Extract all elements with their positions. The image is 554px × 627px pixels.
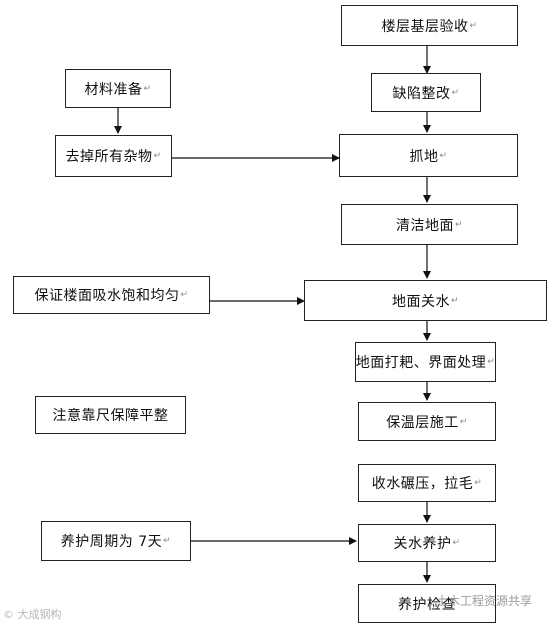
paragraph-mark: ↵	[451, 87, 460, 98]
step-acceptance: 楼层基层验收↵	[341, 5, 518, 46]
paragraph-mark: ↵	[143, 83, 152, 94]
side-cure-period: 养护周期为 7天↵	[41, 521, 191, 561]
step-close-water: 地面关水↵	[304, 280, 547, 321]
step-roll-press-label: 收水碾压，拉毛	[371, 476, 474, 492]
paragraph-mark: ↵	[454, 219, 464, 230]
step-defect-fix: 缺陷整改↵	[371, 73, 481, 112]
side-remove-debris: 去掉所有杂物↵	[55, 135, 172, 177]
paragraph-mark: ↵	[439, 150, 448, 161]
step-acceptance-label: 楼层基层验收	[381, 18, 469, 35]
side-ensure-wet-label: 保证楼面吸水饱和均匀	[34, 288, 180, 304]
side-material-prep-label: 材料准备	[84, 81, 143, 98]
side-remove-debris-label: 去掉所有杂物	[65, 149, 153, 165]
step-roughen: 抓地↵	[339, 134, 518, 177]
step-clean: 清洁地面↵	[341, 204, 518, 245]
step-clean-label: 清洁地面	[395, 217, 454, 234]
side-note-flat: 注意靠尺保障平整	[35, 396, 186, 434]
step-cure-final-label: 养护检查	[398, 596, 456, 613]
paragraph-mark: ↵	[450, 295, 460, 306]
step-hammer-interface-label: 地面打耙、界面处理	[355, 355, 487, 371]
step-close-water-cure-label: 关水养护	[393, 536, 452, 552]
step-close-water-cure: 关水养护↵	[358, 524, 496, 562]
side-note-flat-label: 注意靠尺保障平整	[52, 408, 169, 424]
side-material-prep: 材料准备↵	[65, 69, 171, 108]
step-hammer-interface: 地面打耙、界面处理↵	[355, 342, 496, 382]
step-roll-press: 收水碾压，拉毛↵	[358, 464, 496, 502]
paragraph-mark: ↵	[452, 538, 461, 548]
side-cure-period-label: 养护周期为 7天	[60, 534, 163, 550]
step-cure-final: 养护检查	[358, 584, 496, 623]
paragraph-mark: ↵	[469, 20, 478, 31]
paragraph-mark: ↵	[487, 357, 496, 367]
watermark-left: © 大成钢构	[3, 608, 62, 621]
paragraph-mark: ↵	[474, 478, 483, 488]
paragraph-mark: ↵	[459, 416, 468, 427]
paragraph-mark: ↵	[153, 151, 162, 161]
paragraph-mark: ↵	[180, 290, 189, 300]
watermark-right: 土木工程资源共享	[436, 594, 533, 608]
paragraph-mark: ↵	[163, 536, 172, 546]
side-ensure-wet: 保证楼面吸水饱和均匀↵	[13, 276, 210, 314]
step-insulation-label: 保温层施工	[386, 414, 459, 431]
step-insulation: 保温层施工↵	[358, 402, 496, 441]
step-roughen-label: 抓地	[409, 148, 439, 165]
step-defect-fix-label: 缺陷整改	[392, 85, 451, 102]
step-close-water-label: 地面关水	[391, 293, 450, 310]
